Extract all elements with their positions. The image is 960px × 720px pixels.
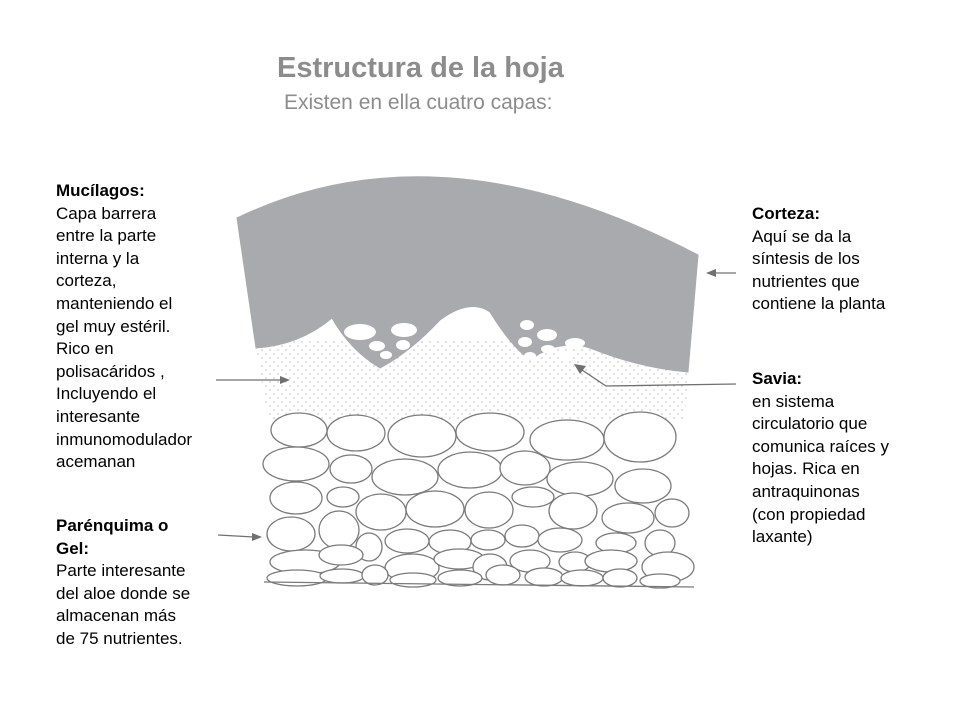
label-parenquima-body: Parte interesante del aloe donde se alma…	[56, 561, 191, 648]
arrow-parenquima	[217, 534, 255, 538]
arrowhead-parenquima-icon	[252, 533, 262, 541]
sap-layer	[255, 340, 690, 420]
label-savia: Savia: en sistema circulatorio que comun…	[752, 368, 952, 549]
cortex-vesicles	[344, 320, 585, 360]
label-corteza: Corteza: Aquí se da la síntesis de los n…	[752, 203, 952, 316]
arrowhead-savia-icon	[574, 364, 586, 374]
label-parenquima: Parénquima o Gel: Parte interesante del …	[56, 515, 246, 651]
label-mucilagos-body: Capa barrera entre la parte interna y la…	[56, 203, 193, 472]
label-mucilagos: Mucílagos: Capa barrera entre la parte i…	[56, 180, 226, 474]
label-corteza-body: Aquí se da la síntesis de los nutrientes…	[752, 226, 886, 314]
label-parenquima-head: Parénquima o Gel:	[56, 516, 169, 558]
label-mucilagos-head: Mucílagos:	[56, 181, 145, 200]
cortex-layer	[236, 176, 699, 373]
page-subtitle: Existen en ella cuatro capas:	[284, 91, 553, 114]
arrow-savia	[581, 369, 737, 387]
label-savia-body: en sistema circulatorio que comunica raí…	[752, 391, 889, 547]
arrowhead-mucilagos-icon	[280, 376, 290, 384]
label-savia-head: Savia:	[752, 369, 803, 388]
arrowhead-corteza-icon	[706, 269, 716, 277]
pointer-arrows	[216, 269, 737, 541]
gel-baseline	[263, 581, 695, 588]
label-corteza-head: Corteza:	[752, 204, 821, 223]
parenchyma-cells	[262, 411, 695, 589]
page-title: Estructura de la hoja	[277, 52, 564, 84]
